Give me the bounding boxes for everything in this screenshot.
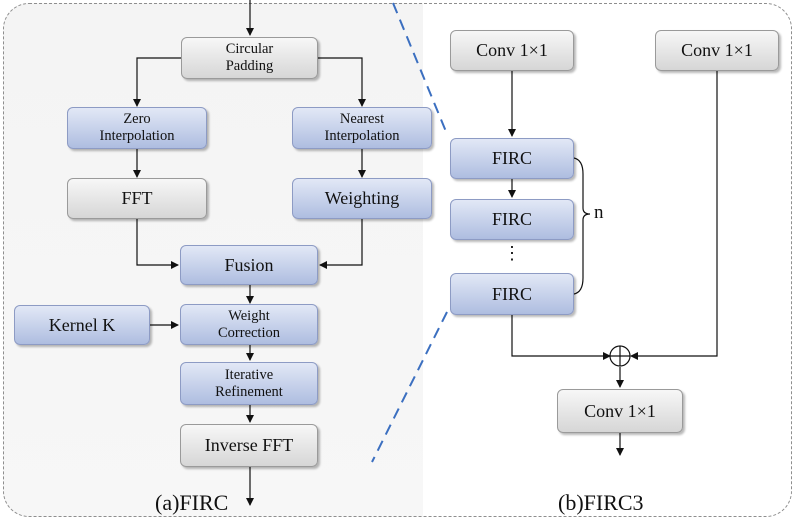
- arrow-fft-to-fusion: [136, 218, 179, 269]
- outer-dashed-frame: [3, 3, 792, 517]
- arrow-padding-to-nearest-interp: [318, 57, 366, 107]
- fusion-box: Fusion: [180, 245, 318, 285]
- weighting-box: Weighting: [292, 178, 432, 219]
- weight-correction-box: Weight Correction: [180, 304, 318, 345]
- panel-divider-line-lower: [371, 311, 448, 463]
- firc-box-3: FIRC: [450, 273, 574, 315]
- arrow-weighting-to-fusion: [319, 218, 363, 269]
- firc-box-2: FIRC: [450, 199, 574, 240]
- line-firc3-to-plus: [511, 315, 611, 360]
- nearest-interpolation-box: Nearest Interpolation: [292, 107, 432, 149]
- inverse-fft-box: Inverse FFT: [180, 424, 318, 467]
- line-conv-right-to-plus: [630, 71, 718, 360]
- n-repeat-brace: [573, 157, 591, 295]
- kernel-k-box: Kernel K: [14, 305, 150, 345]
- zero-interpolation-box: Zero Interpolation: [67, 107, 207, 149]
- ellipsis-dots: ⋮: [503, 243, 521, 263]
- conv-top-left-box: Conv 1×1: [450, 30, 574, 71]
- conv-top-right-box: Conv 1×1: [655, 30, 779, 71]
- fft-box: FFT: [67, 178, 207, 219]
- firc-box-1: FIRC: [450, 138, 574, 179]
- panel-divider-line: [392, 2, 448, 135]
- right-panel-caption: (b)FIRC3: [558, 490, 644, 515]
- circular-padding-box: Circular Padding: [181, 37, 318, 79]
- left-panel-caption: (a)FIRC: [155, 490, 229, 515]
- repeat-count-label: n: [594, 202, 604, 223]
- iterative-refinement-box: Iterative Refinement: [180, 362, 318, 405]
- arrow-padding-to-zero-interp: [133, 57, 181, 107]
- conv-bottom-box: Conv 1×1: [557, 389, 683, 433]
